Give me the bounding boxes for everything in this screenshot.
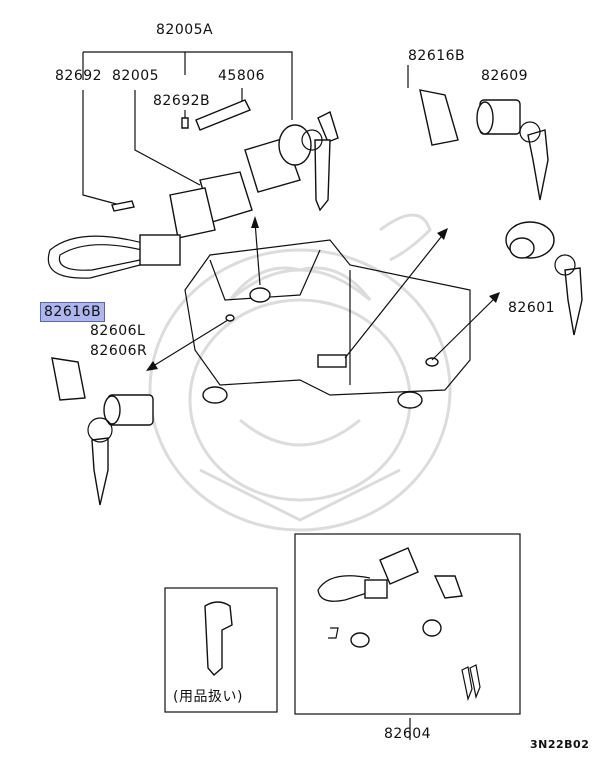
label-82601: 82601 bbox=[508, 300, 556, 316]
label-82005: 82005 bbox=[112, 68, 160, 84]
label-accessory-note: (用品扱い) bbox=[173, 689, 243, 705]
label-82604: 82604 bbox=[384, 726, 432, 742]
label-82606L: 82606L bbox=[90, 323, 146, 339]
label-82005A: 82005A bbox=[156, 22, 214, 38]
label-82606R: 82606R bbox=[90, 343, 148, 359]
kit-box bbox=[294, 533, 521, 715]
pointer-arrows bbox=[146, 216, 500, 371]
door-lock-left bbox=[51, 357, 154, 506]
label-82692: 82692 bbox=[55, 68, 103, 84]
ignition-keys bbox=[301, 111, 339, 212]
rear-lock bbox=[505, 221, 583, 336]
watermark-emblem bbox=[148, 213, 452, 532]
leader-lines bbox=[82, 51, 411, 740]
ignition-switch bbox=[47, 99, 312, 279]
diagram-reference-code: 3N22B02 bbox=[530, 738, 590, 751]
label-45806: 45806 bbox=[218, 68, 266, 84]
label-82609: 82609 bbox=[481, 68, 529, 84]
truck-body bbox=[184, 239, 471, 409]
label-82616B-top: 82616B bbox=[408, 48, 466, 64]
label-82692B: 82692B bbox=[153, 93, 211, 109]
door-lock-cylinder bbox=[419, 89, 549, 201]
accessory-box bbox=[164, 587, 278, 713]
label-82616B-highlighted[interactable]: 82616B bbox=[40, 302, 106, 322]
